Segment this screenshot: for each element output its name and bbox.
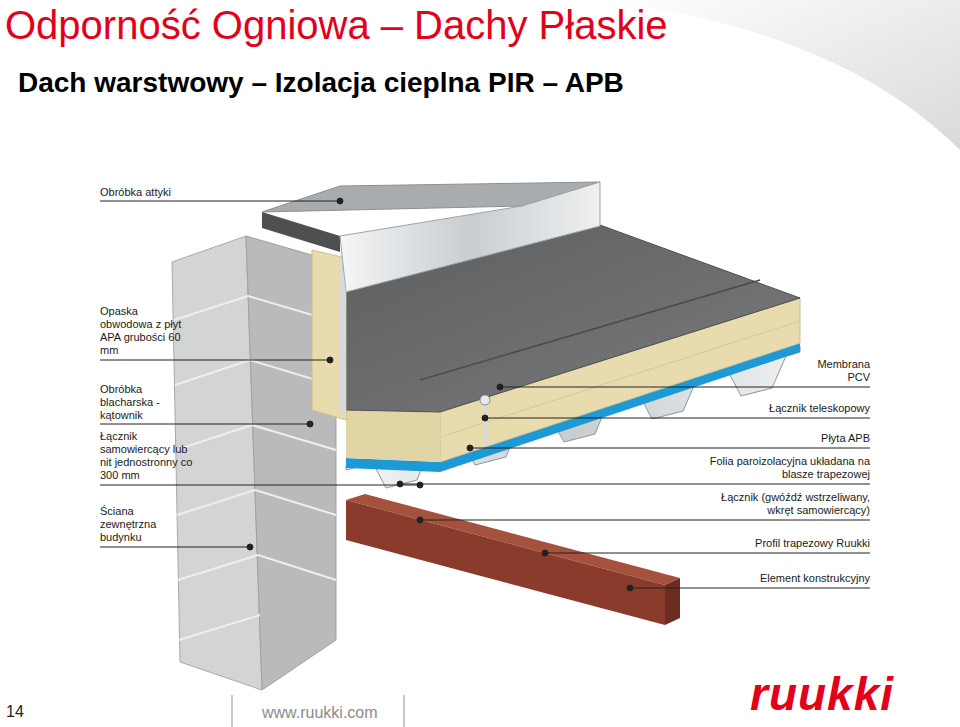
logo: ruukki — [750, 668, 894, 720]
parapet-band — [312, 250, 346, 420]
callout-label: Membrana PCV — [812, 358, 870, 384]
steel-beam — [346, 494, 680, 625]
footer-separators — [232, 695, 404, 727]
callout-label: Obróbka blacharska - kątownik — [100, 383, 176, 422]
callout-label: Opaska obwodowa z płyt APA grubości 60 m… — [100, 305, 188, 357]
subtitle: Dach warstwowy – Izolacja cieplna PIR – … — [18, 66, 624, 100]
page-title: Odporność Ogniowa – Dachy Płaskie — [5, 2, 668, 48]
wall — [172, 236, 336, 690]
callout-label: Łącznik teleskopowy — [740, 402, 870, 415]
leader-lines — [100, 198, 870, 591]
page-number: 14 — [6, 702, 46, 722]
callout-label: Obróbka attyki — [100, 186, 230, 199]
telescopic-fastener — [480, 395, 490, 445]
callout-label: Łącznik samowiercący lub nit jednostronn… — [100, 430, 196, 482]
callout-label: Łącznik (gwóźdź wstrzeliwany, wkręt samo… — [702, 491, 870, 517]
membrane-seam — [420, 280, 760, 380]
callout-label: Element konstrukcyjny — [740, 572, 870, 585]
callout-label: Ściana zewnętrzna budynku — [100, 505, 172, 544]
callout-label: Profil trapezowy Ruukki — [730, 537, 870, 550]
callout-label: Płyta APB — [790, 432, 870, 445]
callout-label: Folia paroizolacyjna układana na blasze … — [702, 455, 870, 481]
parapet-flashing — [262, 182, 600, 420]
website: www.ruukki.com — [262, 703, 402, 723]
